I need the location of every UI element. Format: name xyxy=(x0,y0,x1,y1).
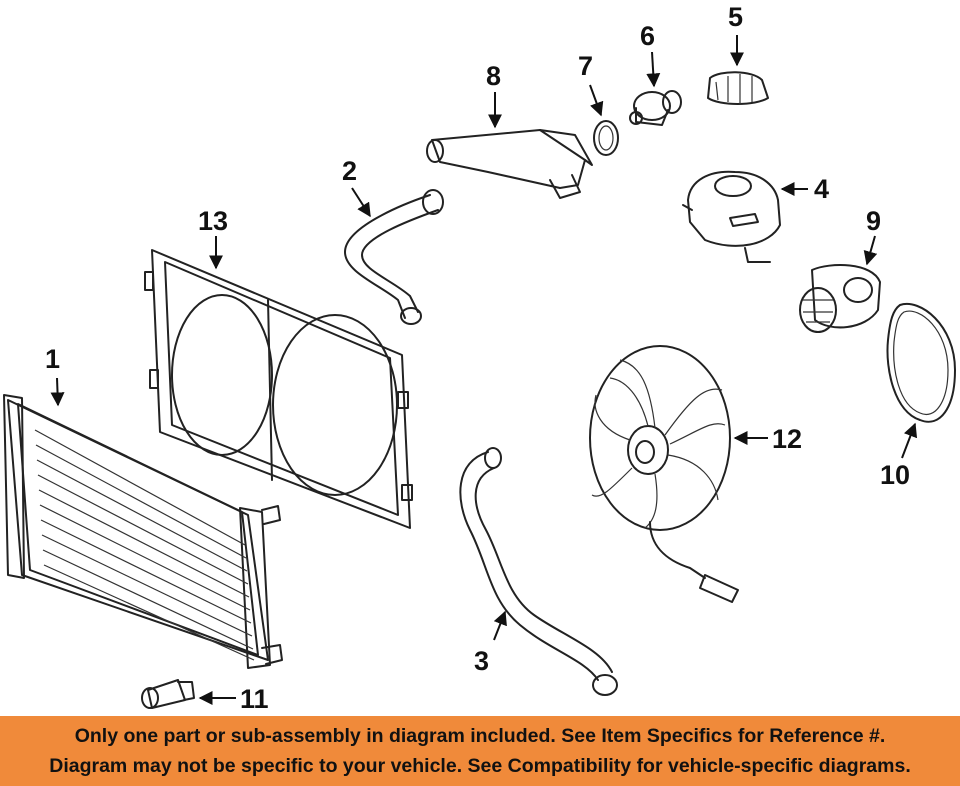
reservoir-cap xyxy=(707,71,769,105)
upper-hose xyxy=(344,189,444,325)
coolant-flange xyxy=(426,129,593,199)
leader-arrows xyxy=(50,35,918,705)
callout-5: 5 xyxy=(728,2,743,32)
parts-diagram: 1 2 3 4 5 6 7 8 9 10 11 12 13 xyxy=(3,2,956,714)
fan-shroud xyxy=(144,249,413,529)
water-pump xyxy=(799,264,881,333)
coolant-reservoir xyxy=(682,170,781,263)
callout-1: 1 xyxy=(45,344,60,374)
callout-8: 8 xyxy=(486,61,501,91)
lower-hose xyxy=(459,447,618,696)
thermostat xyxy=(629,90,682,126)
disclaimer-line-2: Diagram may not be specific to your vehi… xyxy=(49,755,911,777)
callout-4: 4 xyxy=(814,174,829,204)
callout-13: 13 xyxy=(198,206,228,236)
callout-9: 9 xyxy=(866,206,881,236)
callout-6: 6 xyxy=(640,21,655,51)
cooling-fan xyxy=(589,345,739,603)
pump-gasket xyxy=(886,302,956,423)
disclaimer-banner: Only one part or sub-assembly in diagram… xyxy=(0,716,960,786)
temp-switch xyxy=(141,679,195,709)
disclaimer-line-1: Only one part or sub-assembly in diagram… xyxy=(74,725,886,747)
callout-7: 7 xyxy=(578,51,593,81)
callout-2: 2 xyxy=(342,156,357,186)
o-ring xyxy=(593,120,619,156)
callout-12: 12 xyxy=(772,424,802,454)
radiator xyxy=(3,394,283,669)
callout-11: 11 xyxy=(240,684,269,714)
callout-3: 3 xyxy=(474,646,489,676)
callout-10: 10 xyxy=(880,460,910,490)
